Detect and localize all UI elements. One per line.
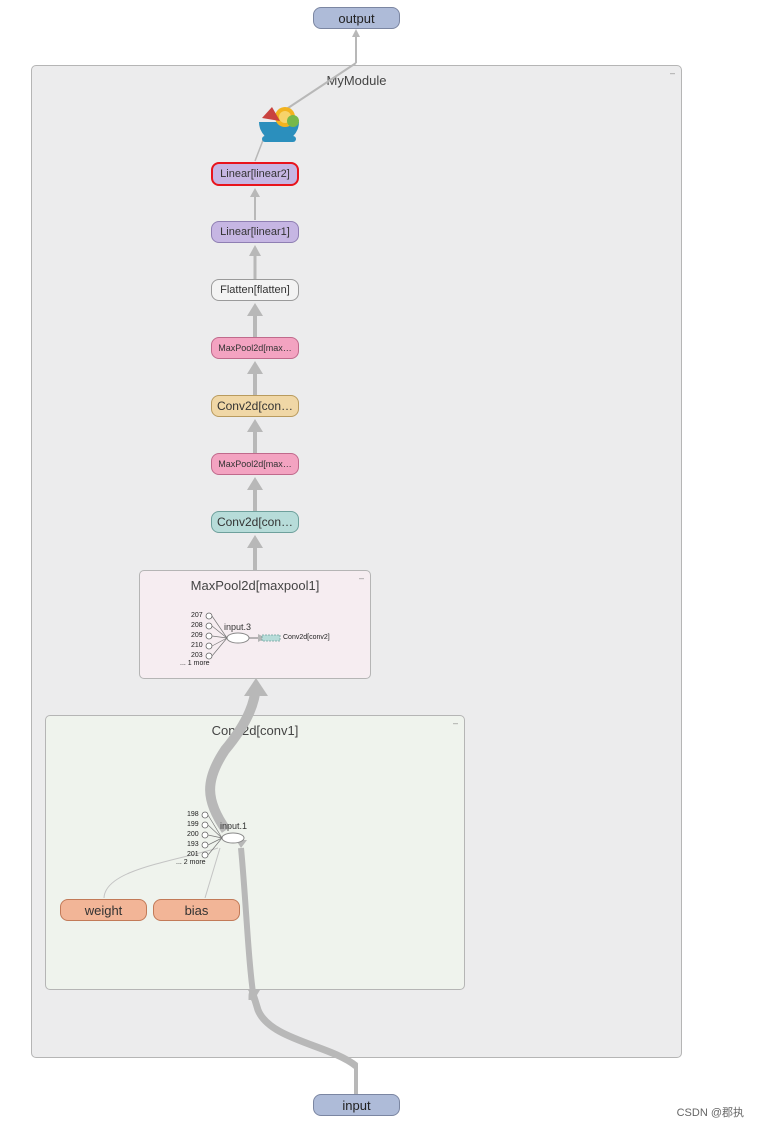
maxpool1-title: MaxPool2d[maxpool1] xyxy=(190,578,320,593)
conv1-group[interactable]: Conv2d[conv1] – xyxy=(45,715,465,990)
weight-node[interactable]: weight xyxy=(60,899,147,921)
conv1-input-label: 200 xyxy=(187,831,199,838)
conv-collapsed-node[interactable]: Conv2d[con… xyxy=(211,511,299,533)
conv1-collapse-icon[interactable]: – xyxy=(452,718,458,728)
edge-weight xyxy=(103,847,219,899)
conv1-op-label: input.1 xyxy=(220,821,248,831)
maxpool1-target-label: Conv2d[conv2] xyxy=(283,634,330,641)
conv1-more-label: ... 2 more xyxy=(176,859,206,866)
edge-conv1-maxpool1 xyxy=(205,685,261,833)
conv2-stub-node xyxy=(261,634,281,642)
mymodule-collapse-icon[interactable]: – xyxy=(669,68,675,78)
maxpool1-op-node xyxy=(226,632,250,644)
maxpool1-input-label: 203 xyxy=(191,652,203,659)
linear1-node[interactable]: Linear[linear1] xyxy=(211,221,299,243)
maxpool1-more-label: ... 1 more xyxy=(180,660,210,667)
conv2-node[interactable]: Conv2d[con… xyxy=(211,395,299,417)
mymodule-title: MyModule xyxy=(326,73,387,88)
bowl-icon xyxy=(259,107,299,142)
bias-node[interactable]: bias xyxy=(153,899,240,921)
edge-conv1-input-op xyxy=(238,847,257,1001)
conv1-input-circles xyxy=(201,811,223,859)
maxpool1-input-label: 209 xyxy=(191,632,203,639)
maxpool1-input-circles xyxy=(205,612,228,660)
maxpool1-op-label: input.3 xyxy=(224,622,252,632)
edge-bias xyxy=(204,847,221,899)
maxpool2-node[interactable]: MaxPool2d[max… xyxy=(211,337,299,359)
conv1-op-node xyxy=(221,832,245,844)
edge-input-conv1 xyxy=(248,989,359,1069)
conv1-input-label: 198 xyxy=(187,811,199,818)
conv1-input-label: 193 xyxy=(187,841,199,848)
conv1-input-label: 201 xyxy=(187,851,199,858)
linear2-node[interactable]: Linear[linear2] xyxy=(211,162,299,186)
maxpool1-collapse-icon[interactable]: – xyxy=(358,573,364,583)
maxpool1-input-label: 208 xyxy=(191,622,203,629)
output-node[interactable]: output xyxy=(313,7,400,29)
input-node[interactable]: input xyxy=(313,1094,400,1116)
flatten-node[interactable]: Flatten[flatten] xyxy=(211,279,299,301)
maxpool1-input-label: 210 xyxy=(191,642,203,649)
maxpool1-group[interactable]: MaxPool2d[maxpool1] – xyxy=(139,570,371,679)
conv1-input-label: 199 xyxy=(187,821,199,828)
maxpool-collapsed-node[interactable]: MaxPool2d[max… xyxy=(211,453,299,475)
maxpool1-input-label: 207 xyxy=(191,612,203,619)
watermark: CSDN @郡执 xyxy=(676,1107,744,1119)
